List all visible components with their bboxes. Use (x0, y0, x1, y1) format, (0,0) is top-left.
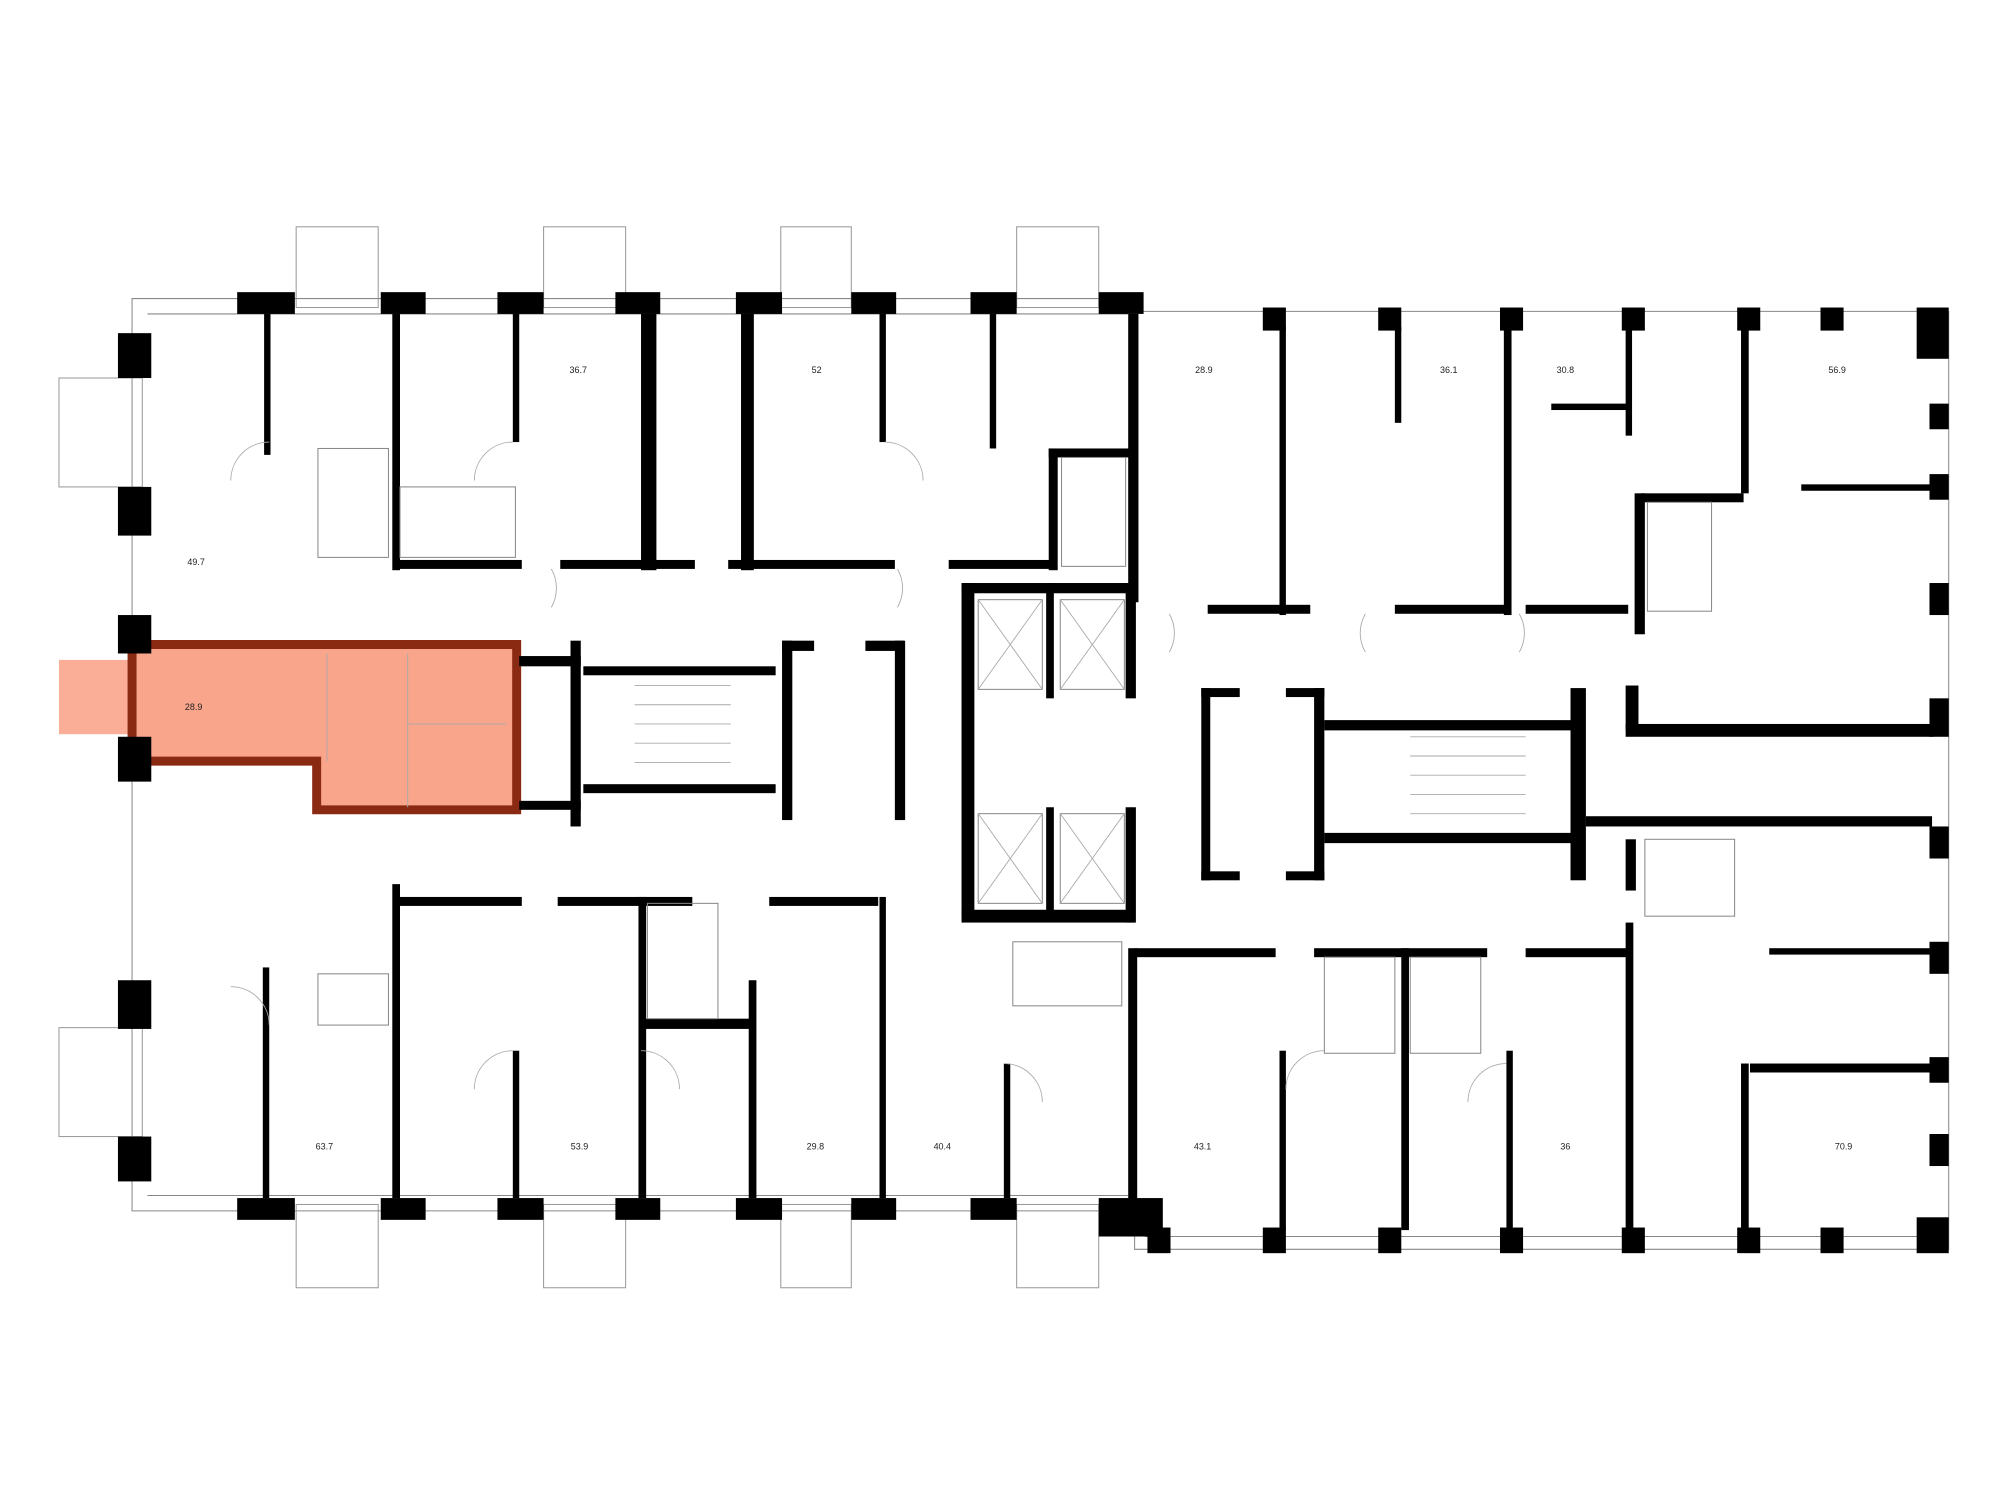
apartment-area-labels: 36.7 52 49.7 28.9 28.9 36.1 30.8 56.9 63… (185, 365, 1852, 1151)
selected-apartment-outline[interactable] (127, 640, 522, 815)
apartment-area-label[interactable]: 70.9 (1835, 1141, 1852, 1151)
selected-apartment-area-label[interactable]: 28.9 (185, 702, 202, 712)
selected-apartment[interactable] (58, 640, 522, 815)
apartment-area-label[interactable]: 28.9 (1195, 365, 1212, 375)
apartment-area-label[interactable]: 36.7 (569, 365, 586, 375)
apartment-area-label[interactable]: 49.7 (187, 557, 204, 567)
apartment-area-label[interactable]: 52 (812, 365, 822, 375)
apartment-area-label[interactable]: 56.9 (1828, 365, 1845, 375)
apartment-area-label[interactable]: 63.7 (316, 1141, 333, 1151)
apartment-area-label[interactable]: 36.1 (1440, 365, 1457, 375)
apartment-area-label[interactable]: 29.8 (807, 1141, 824, 1151)
apartment-area-label[interactable]: 43.1 (1194, 1141, 1211, 1151)
apartment-area-label[interactable]: 30.8 (1557, 365, 1574, 375)
walls (117, 292, 1949, 1254)
apartment-area-label[interactable]: 53.9 (571, 1141, 588, 1151)
balconies (58, 226, 1100, 1289)
apartment-area-label[interactable]: 36 (1560, 1141, 1570, 1151)
apartment-area-label[interactable]: 40.4 (934, 1141, 951, 1151)
doors-and-fixtures (230, 441, 1736, 1102)
